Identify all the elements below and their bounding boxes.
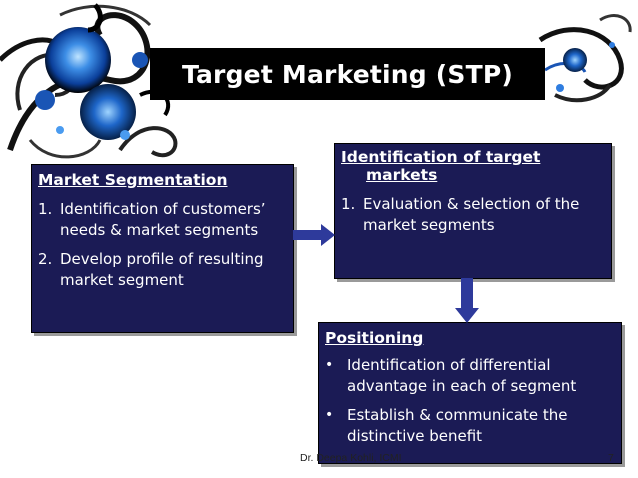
positioning-heading: Positioning: [325, 329, 424, 347]
list-item-line: Identification of customers’: [60, 200, 266, 218]
list-item: • Establish & communicate the distinctiv…: [325, 405, 615, 447]
list-item: • Identification of differential advanta…: [325, 355, 615, 397]
list-item-line: Identification of differential: [347, 356, 551, 374]
list-item-line: advantage in each of segment: [347, 377, 577, 395]
target-markets-list: 1. Evaluation & selection of the market …: [341, 194, 605, 236]
arrow-right-icon: [293, 224, 335, 246]
bullet-marker: •: [325, 357, 334, 373]
list-item-line: Evaluation & selection of the: [363, 195, 580, 213]
list-item-text: Evaluation & selection of the market seg…: [363, 194, 579, 236]
footer-author: Dr. Deepa Kohli, ICMI: [300, 452, 402, 464]
list-marker: 2.: [38, 250, 53, 268]
target-markets-heading: Identification of target markets: [341, 148, 605, 184]
positioning-box: Positioning • Identification of differen…: [318, 322, 622, 464]
list-item: 2. Develop profile of resulting market s…: [38, 249, 287, 291]
list-item-text: Establish & communicate the distinctive …: [347, 405, 568, 447]
heading-line: markets: [366, 166, 438, 184]
market-segmentation-list: 1. Identification of customers’ needs & …: [38, 199, 287, 291]
list-item-text: Develop profile of resulting market segm…: [60, 249, 264, 291]
list-item: 1. Evaluation & selection of the market …: [341, 194, 605, 236]
list-item: 1. Identification of customers’ needs & …: [38, 199, 287, 241]
list-item-line: distinctive benefit: [347, 427, 483, 445]
list-item-text: Identification of customers’ needs & mar…: [60, 199, 266, 241]
market-segmentation-box: Market Segmentation 1. Identification of…: [31, 164, 294, 333]
list-item-line: Develop profile of resulting: [60, 250, 264, 268]
market-segmentation-heading: Market Segmentation: [38, 171, 228, 189]
list-item-line: market segment: [60, 271, 184, 289]
positioning-list: • Identification of differential advanta…: [325, 355, 615, 447]
target-markets-box: Identification of target markets 1. Eval…: [334, 143, 612, 279]
list-item-line: needs & market segments: [60, 221, 259, 239]
title-bar: Target Marketing (STP): [150, 48, 545, 100]
page-title: Target Marketing (STP): [181, 59, 514, 89]
list-item-line: market segments: [363, 216, 495, 234]
list-marker: 1.: [38, 200, 53, 218]
list-item-text: Identification of differential advantage…: [347, 355, 576, 397]
arrow-down-icon: [455, 278, 479, 323]
heading-line: Identification of target: [341, 148, 541, 166]
list-item-line: Establish & communicate the: [347, 406, 568, 424]
bullet-marker: •: [325, 407, 334, 423]
page-number: 7: [608, 452, 614, 464]
list-marker: 1.: [341, 195, 356, 213]
